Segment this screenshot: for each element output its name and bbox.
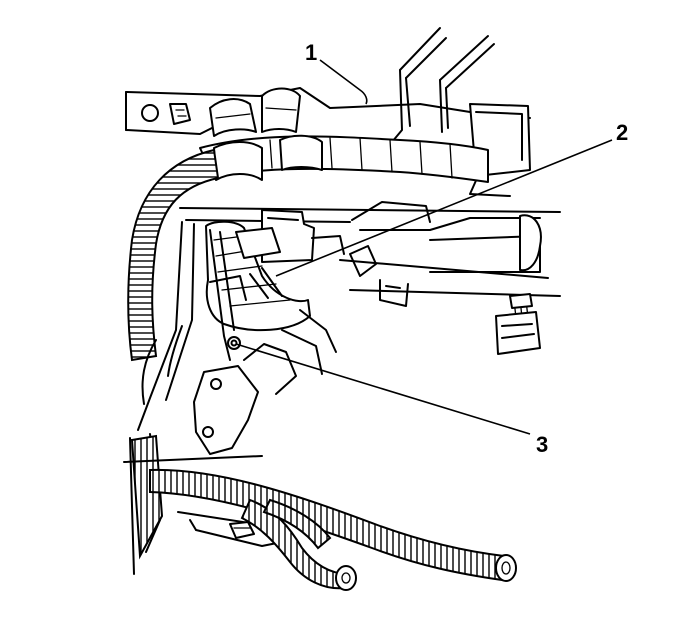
upper-main-harness — [127, 87, 489, 362]
central-bracket — [179, 201, 561, 307]
callout-3: 3 — [235, 343, 548, 457]
callout-label-1: 1 — [305, 40, 317, 65]
callout-2: 2 — [275, 120, 628, 277]
callout-1: 1 — [305, 40, 368, 105]
center-harness-branch — [205, 220, 311, 332]
callout-label-2: 2 — [616, 120, 628, 145]
lower-floor-panel — [123, 433, 293, 575]
lower-corrugated-harness — [149, 468, 517, 591]
callout-label-3: 3 — [536, 432, 548, 457]
upper-body-panel — [125, 87, 531, 135]
lower-left-brace — [137, 221, 337, 455]
right-pigtail-connector — [495, 293, 541, 355]
